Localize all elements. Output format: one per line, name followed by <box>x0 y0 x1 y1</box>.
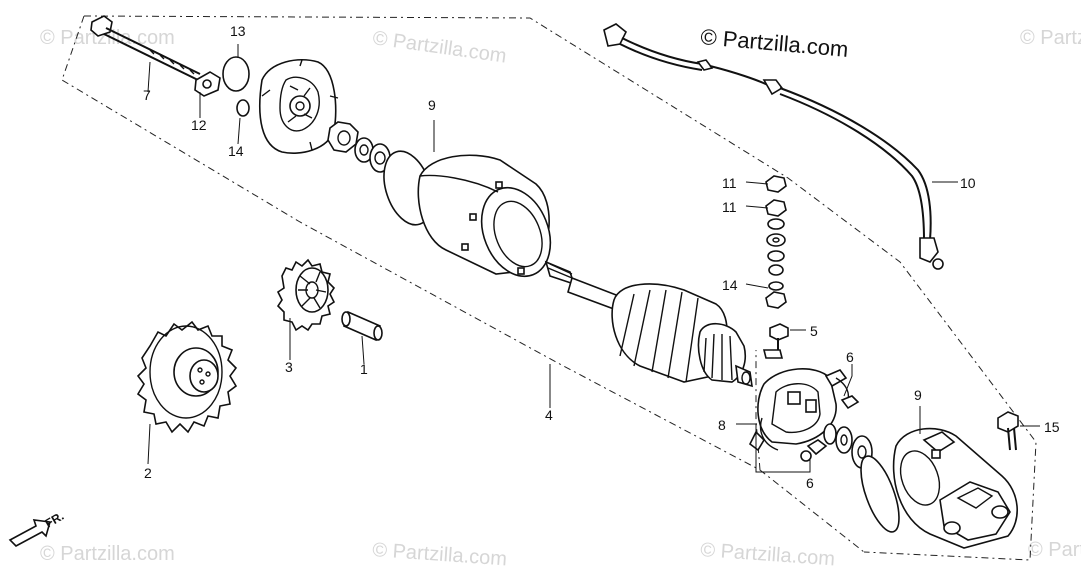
through-bolt-part-7 <box>90 15 201 81</box>
watermark-text: © Partzilla.com <box>372 539 508 570</box>
brush-holder-part-8 <box>748 368 837 452</box>
starter-cable-part-10 <box>603 23 944 270</box>
gear-shaft-part-1 <box>341 310 383 342</box>
callout-9: 9 <box>428 97 436 113</box>
bolt-part-15 <box>997 411 1019 451</box>
watermark-text: © Partzilla.com <box>1028 539 1081 561</box>
callout-2: 2 <box>144 465 152 481</box>
callout-9: 9 <box>914 387 922 403</box>
callout-11: 11 <box>722 175 737 191</box>
callout-1: 1 <box>360 361 368 377</box>
brush-part-6-upper <box>824 369 860 410</box>
callout-6: 6 <box>846 349 854 365</box>
callout-12: 12 <box>191 117 207 133</box>
callout-6: 6 <box>806 475 814 491</box>
o-ring-part-13 <box>222 56 250 92</box>
terminal-hardware-stack <box>765 175 787 309</box>
callout-7: 7 <box>143 87 151 103</box>
callout-5: 5 <box>810 323 818 339</box>
brush-part-6-lower <box>800 439 828 462</box>
copyright-text: © Partzilla.com <box>700 24 850 62</box>
washer-part-12 <box>194 71 221 97</box>
assembly-boundary <box>61 15 1037 561</box>
arrow-icon <box>8 519 52 547</box>
motor-case-yoke <box>417 154 552 278</box>
callout-11: 11 <box>722 199 737 215</box>
insulator-washer <box>327 121 359 153</box>
o-ring-part-14-stack <box>768 281 784 291</box>
leader-lines <box>147 44 1040 473</box>
callout-14: 14 <box>722 277 738 293</box>
watermark-text: © Partzilla.com <box>40 543 175 565</box>
front-direction-marker: FR. <box>8 509 66 547</box>
watermark-text: © Partzilla.com <box>1020 27 1081 49</box>
o-ring-part-9-lower <box>860 455 900 533</box>
starter-sprocket-part-2 <box>136 320 238 434</box>
rear-cover <box>259 58 339 154</box>
front-cover <box>892 427 1018 549</box>
callout-10: 10 <box>960 175 976 191</box>
o-ring-part-14 <box>236 99 250 117</box>
callout-labels: 7 12 13 14 9 3 1 4 2 11 11 14 5 10 6 8 6… <box>143 23 1060 491</box>
terminal-bolt-part-5 <box>762 323 789 359</box>
watermark-text: © Partzilla.com <box>371 27 508 68</box>
front-washers <box>823 423 873 469</box>
callout-4: 4 <box>545 407 553 423</box>
callout-8: 8 <box>718 417 726 433</box>
watermark-text: © Partzilla.com <box>40 27 175 49</box>
callout-15: 15 <box>1044 419 1060 435</box>
callout-14: 14 <box>228 143 244 159</box>
nut-part-11-upper <box>765 175 787 193</box>
starter-gear-part-3 <box>276 258 336 332</box>
callout-3: 3 <box>285 359 293 375</box>
callout-13: 13 <box>230 23 246 39</box>
watermark-text: © Partzilla.com <box>700 539 836 570</box>
armature-part-4 <box>544 260 753 388</box>
nut-part-11-lower <box>765 199 787 217</box>
